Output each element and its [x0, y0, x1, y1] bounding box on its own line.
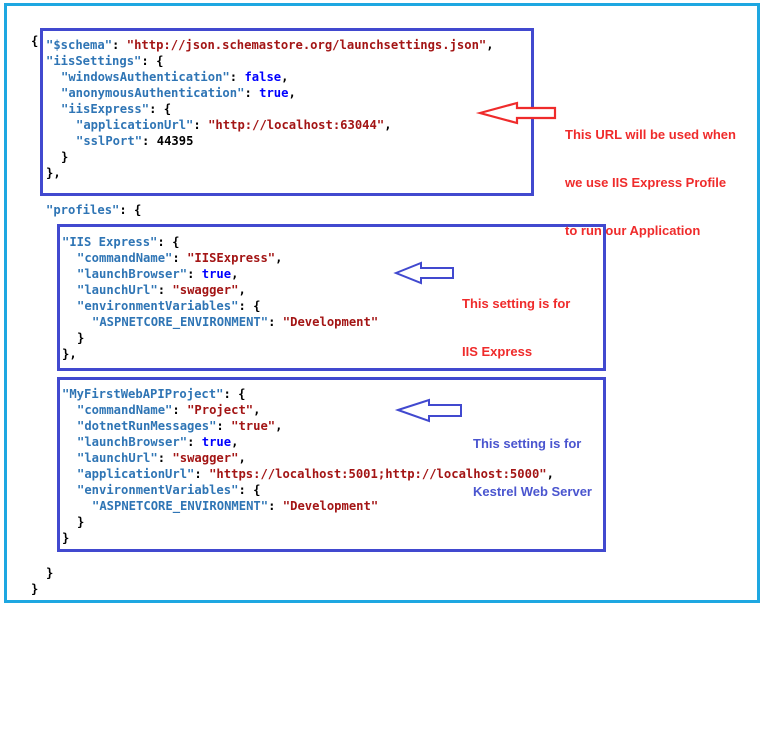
json-string-value: "true": [231, 419, 276, 433]
code-line-env-vars: "environmentVariables": {: [77, 483, 261, 497]
blue-left-arrow-icon: [394, 398, 462, 423]
code-line-close: }: [62, 531, 70, 545]
json-key: "launchUrl": [77, 283, 158, 297]
json-string-value: "swagger": [172, 283, 239, 297]
json-key: "launchBrowser": [77, 435, 188, 449]
code-line-ssl-port: "sslPort": 44395: [76, 134, 194, 148]
json-key: "dotnetRunMessages": [77, 419, 217, 433]
json-string-value: "IISExpress": [187, 251, 276, 265]
code-line-iis-express: "iisExpress": {: [61, 102, 172, 116]
note-line: This setting is for: [462, 296, 571, 311]
json-string-value: "https://localhost:5001;http://localhost…: [209, 467, 547, 481]
annotation-arrows: [393, 101, 557, 423]
iis-express-profile-highlight-box: [57, 224, 606, 371]
json-key: "ASPNETCORE_ENVIRONMENT": [92, 499, 269, 513]
json-key: "IIS Express": [62, 235, 158, 249]
json-key: "profiles": [46, 203, 120, 217]
project-profile-highlight-box: [57, 377, 606, 552]
code-line-schema: "$schema": "http://json.schemastore.org/…: [46, 38, 494, 52]
json-key: "commandName": [77, 251, 173, 265]
json-string-value: "Project": [187, 403, 254, 417]
json-string-value: "Development": [282, 499, 379, 513]
iis-profile-note: This setting is for IIS Express: [462, 264, 570, 376]
code-line-launch-browser: "launchBrowser": true,: [77, 435, 239, 449]
json-key: "$schema": [46, 38, 113, 52]
json-key: "environmentVariables": [77, 483, 239, 497]
json-key: "anonymousAuthentication": [61, 86, 245, 100]
code-line-launch-browser: "launchBrowser": true,: [77, 267, 239, 281]
json-string-value: "http://localhost:63044": [208, 118, 385, 132]
json-string-value: "http://json.schemastore.org/launchsetti…: [126, 38, 487, 52]
code-line-application-url: "applicationUrl": "http://localhost:6304…: [76, 118, 392, 132]
code-line-dotnet-run-messages: "dotnetRunMessages": "true",: [77, 419, 283, 433]
launch-settings-json-code: { "$schema": "http://json.schemastore.or…: [0, 0, 554, 736]
code-line-close: }: [77, 331, 85, 345]
note-line: we use IIS Express Profile: [565, 175, 727, 190]
note-line: This URL will be used when: [565, 127, 736, 142]
note-line: to run our Application: [565, 223, 701, 238]
code-line-iis-settings: "iisSettings": {: [46, 54, 164, 68]
blue-left-arrow-icon: [393, 261, 454, 285]
json-string-value: "swagger": [172, 451, 239, 465]
code-line-launch-url: "launchUrl": "swagger",: [77, 283, 246, 297]
code-line-command-name: "commandName": "Project",: [77, 403, 261, 417]
json-key: "ASPNETCORE_ENVIRONMENT": [92, 315, 269, 329]
code-line-project-profile-name: "MyFirstWebAPIProject": {: [62, 387, 246, 401]
kestrel-profile-note: This setting is for Kestrel Web Server: [473, 404, 592, 516]
red-left-arrow-icon: [475, 101, 557, 125]
code-line-close: },: [46, 166, 61, 180]
note-line: IIS Express: [462, 344, 533, 359]
code-line-env-name: "ASPNETCORE_ENVIRONMENT": "Development": [92, 499, 379, 513]
code-line-iis-profile-name: "IIS Express": {: [62, 235, 180, 249]
json-key: "sslPort": [76, 134, 143, 148]
code-line-env-vars: "environmentVariables": {: [77, 299, 261, 313]
json-key: "applicationUrl": [77, 467, 195, 481]
json-boolean-value: true: [259, 86, 289, 100]
code-line-close: }: [61, 150, 69, 164]
code-line-close: }: [46, 566, 54, 580]
json-key: "iisSettings": [46, 54, 142, 68]
code-line-close: },: [62, 347, 77, 361]
code-line-application-url: "applicationUrl": "https://localhost:500…: [77, 467, 554, 481]
brace: {: [31, 34, 39, 48]
code-line-profiles: "profiles": {: [46, 203, 142, 217]
json-key: "launchUrl": [77, 451, 158, 465]
note-line: This setting is for: [473, 436, 582, 451]
json-string-value: "Development": [282, 315, 379, 329]
screenshot-frame: [4, 3, 760, 603]
iis-url-note: This URL will be used when we use IIS Ex…: [565, 95, 736, 255]
code-line-anonymous-auth: "anonymousAuthentication": true,: [61, 86, 296, 100]
json-key: "iisExpress": [61, 102, 150, 116]
code-line-close: }: [77, 515, 85, 529]
json-number-value: 44395: [156, 134, 194, 148]
code-line-root-open: {: [31, 33, 38, 49]
code-line-root-close: }: [31, 582, 39, 596]
json-key: "windowsAuthentication": [61, 70, 230, 84]
json-key: "applicationUrl": [76, 118, 194, 132]
json-key: "launchBrowser": [77, 267, 188, 281]
json-boolean-value: false: [244, 70, 282, 84]
json-key: "environmentVariables": [77, 299, 239, 313]
code-line-windows-auth: "windowsAuthentication": false,: [61, 70, 289, 84]
note-line: Kestrel Web Server: [473, 484, 592, 499]
code-line-launch-url: "launchUrl": "swagger",: [77, 451, 246, 465]
code-line-env-name: "ASPNETCORE_ENVIRONMENT": "Development": [92, 315, 379, 329]
code-line-command-name: "commandName": "IISExpress",: [77, 251, 283, 265]
json-boolean-value: true: [201, 435, 232, 449]
json-boolean-value: true: [201, 267, 232, 281]
json-key: "commandName": [77, 403, 173, 417]
json-key: "MyFirstWebAPIProject": [62, 387, 224, 401]
